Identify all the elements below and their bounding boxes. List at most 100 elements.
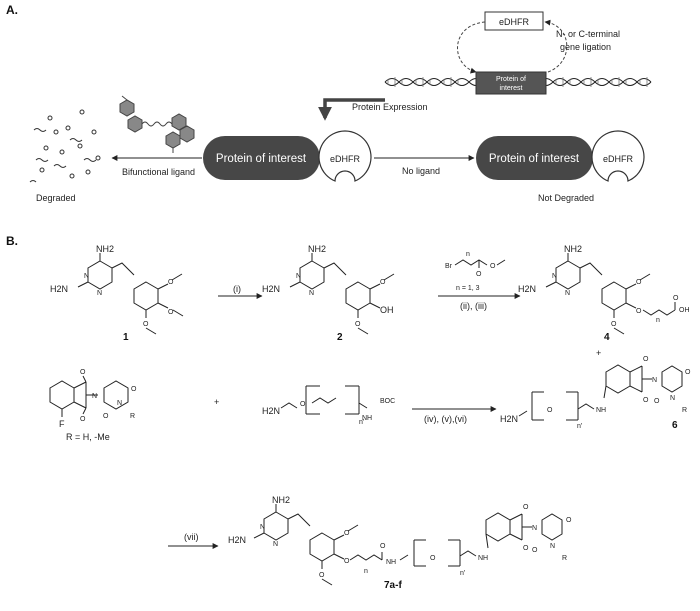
protein-expression-label: Protein Expression	[352, 102, 428, 112]
peg-boc-amine-structure: H2N O NH BOC n'	[262, 385, 395, 426]
ligation-note-line2: gene ligation	[560, 42, 611, 52]
svg-text:O: O	[532, 547, 538, 554]
svg-text:n: n	[364, 568, 368, 575]
svg-text:N: N	[273, 541, 278, 548]
svg-text:NH2: NH2	[272, 495, 290, 505]
svg-text:NH2: NH2	[564, 244, 582, 254]
fluoro-thalidomide-structure: O O N F O N R O	[49, 369, 137, 429]
step-vii-label: (vii)	[184, 532, 199, 542]
panel-b-label: B.	[6, 234, 18, 248]
svg-text:NH: NH	[596, 407, 606, 414]
svg-text:O: O	[143, 321, 149, 328]
svg-text:N: N	[532, 525, 537, 532]
plus-top: +	[596, 348, 601, 358]
svg-text:n: n	[656, 317, 660, 324]
step-ii-iii-label: (ii), (iii)	[460, 301, 487, 311]
svg-text:R: R	[130, 413, 135, 420]
svg-text:O: O	[344, 530, 350, 537]
svg-text:O: O	[490, 263, 496, 270]
ligation-arrow-left	[457, 21, 486, 74]
svg-text:NH2: NH2	[96, 244, 114, 254]
not-degraded-label: Not Degraded	[538, 193, 594, 203]
svg-text:N: N	[309, 290, 314, 297]
svg-text:O: O	[523, 545, 529, 552]
svg-text:N: N	[670, 395, 675, 402]
compound-2-label: 2	[337, 332, 343, 343]
svg-text:N: N	[260, 524, 265, 531]
svg-text:O: O	[611, 321, 617, 328]
n-values-label: n = 1, 3	[456, 285, 480, 292]
no-ligand-label: No ligand	[402, 166, 440, 176]
svg-text:BOC: BOC	[380, 398, 395, 405]
svg-text:O: O	[168, 279, 174, 286]
svg-text:O: O	[380, 543, 386, 550]
svg-text:H2N: H2N	[500, 414, 518, 424]
svg-text:N: N	[97, 290, 102, 297]
svg-text:Protein of interest: Protein of interest	[216, 153, 307, 165]
svg-text:n': n'	[460, 570, 465, 577]
svg-text:O: O	[380, 279, 386, 286]
svg-text:R: R	[562, 555, 567, 562]
compound-4-structure: NH2 H2N N N O O O n O OH	[518, 244, 690, 335]
svg-text:OH: OH	[679, 307, 690, 314]
svg-text:O: O	[636, 308, 642, 315]
svg-text:NH: NH	[362, 415, 372, 422]
svg-text:O: O	[476, 271, 482, 278]
svg-text:H2N: H2N	[262, 284, 280, 294]
svg-text:O: O	[523, 504, 529, 511]
bromoester-reagent: Br n O O	[445, 251, 506, 278]
svg-text:H2N: H2N	[262, 406, 280, 416]
panel-a-label: A.	[6, 3, 18, 17]
svg-text:O: O	[80, 416, 86, 423]
svg-text:N: N	[652, 377, 657, 384]
svg-text:eDHFR: eDHFR	[603, 154, 634, 164]
svg-text:H2N: H2N	[228, 535, 246, 545]
svg-text:N: N	[552, 273, 557, 280]
degraded-fragments	[29, 109, 101, 183]
svg-text:N: N	[296, 273, 301, 280]
svg-text:O: O	[319, 572, 325, 579]
protein-expression-arrow	[318, 98, 385, 121]
compound-7-label: 7a-f	[384, 580, 402, 591]
svg-text:O: O	[131, 386, 137, 393]
svg-text:Br: Br	[445, 263, 453, 270]
poi-right: Protein of interest	[476, 136, 593, 180]
compound-4-label: 4	[604, 332, 610, 343]
svg-text:O: O	[636, 279, 642, 286]
svg-text:N: N	[84, 273, 89, 280]
compound-6-label: 6	[672, 420, 678, 431]
dna-protein-box: Protein of interest	[475, 71, 547, 95]
svg-text:eDHFR: eDHFR	[330, 154, 361, 164]
svg-text:O: O	[654, 398, 660, 405]
r-definition: R = H, -Me	[66, 432, 110, 442]
svg-text:R: R	[682, 407, 687, 414]
svg-text:Protein of interest: Protein of interest	[489, 153, 580, 165]
ligation-arrow-right	[544, 19, 568, 73]
svg-text:O: O	[300, 401, 306, 408]
svg-text:NH2: NH2	[308, 244, 326, 254]
svg-text:N: N	[550, 543, 555, 550]
svg-text:eDHFR: eDHFR	[499, 17, 530, 27]
ligation-note-line1: N- or C-terminal	[556, 29, 620, 39]
poi-left: Protein of interest	[203, 136, 320, 180]
step-i-label: (i)	[233, 284, 241, 294]
svg-text:O: O	[673, 295, 679, 302]
svg-text:n': n'	[577, 423, 582, 430]
svg-text:N: N	[92, 393, 97, 400]
svg-text:O: O	[566, 517, 572, 524]
compound-1-label: 1	[123, 332, 129, 343]
svg-text:n': n'	[359, 419, 364, 426]
edhfr-right: eDHFR	[591, 130, 645, 182]
svg-text:O: O	[344, 558, 350, 565]
svg-text:O: O	[685, 369, 691, 376]
bifunctional-label: Bifunctional ligand	[122, 167, 195, 177]
compound-2-structure: NH2 H2N N N O OH O	[262, 244, 395, 335]
svg-text:N: N	[565, 290, 570, 297]
svg-text:O: O	[168, 309, 174, 316]
bifunctional-ligand-glyph	[119, 95, 195, 153]
svg-text:O: O	[547, 407, 553, 414]
svg-text:N: N	[117, 400, 122, 407]
svg-text:O: O	[643, 397, 649, 404]
compound-7-structure: NH2 H2N N N O O O n O NH O n' NH O O N O…	[228, 495, 572, 586]
edhfr-left: eDHFR	[318, 130, 372, 182]
